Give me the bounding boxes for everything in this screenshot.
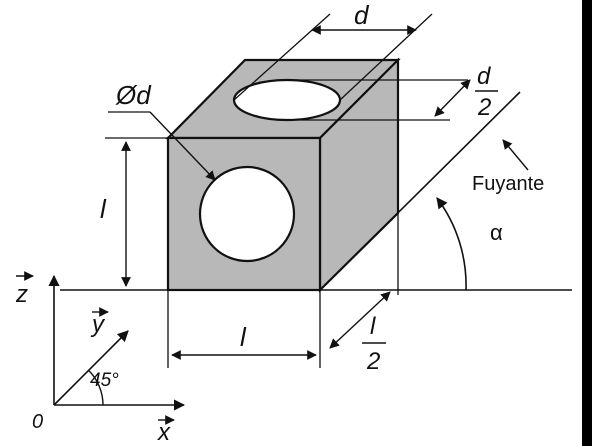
l-half-numerator: l bbox=[370, 313, 376, 340]
fuyante-leader bbox=[502, 139, 529, 171]
origin-label: 0 bbox=[32, 411, 43, 433]
hole-leader bbox=[149, 111, 216, 181]
hole-diameter-label: Ød bbox=[115, 80, 152, 110]
angle-45-arc bbox=[88, 369, 104, 406]
height-label: l bbox=[100, 194, 107, 224]
d-half-denominator: 2 bbox=[477, 94, 491, 121]
fuyante-line bbox=[319, 91, 521, 291]
axis-z-label: z bbox=[15, 281, 28, 308]
bottom-width-label: l bbox=[240, 322, 247, 352]
dim-depth-arrow bbox=[329, 291, 391, 349]
fuyante-label: Fuyante bbox=[472, 173, 544, 195]
angle-45-label: 45° bbox=[90, 370, 119, 391]
top-width-label: d bbox=[354, 0, 370, 30]
alpha-arc bbox=[436, 197, 467, 291]
y-axis bbox=[53, 330, 129, 406]
alpha-label: α bbox=[490, 220, 503, 245]
dim-d2-arrow bbox=[434, 79, 471, 117]
front-hole bbox=[198, 165, 296, 263]
axis-y-label: y bbox=[90, 311, 106, 338]
axis-x-label: x bbox=[157, 419, 171, 446]
frame-border-right bbox=[582, 0, 592, 446]
d-half-numerator: d bbox=[477, 63, 491, 90]
l-half-denominator: 2 bbox=[366, 348, 380, 375]
